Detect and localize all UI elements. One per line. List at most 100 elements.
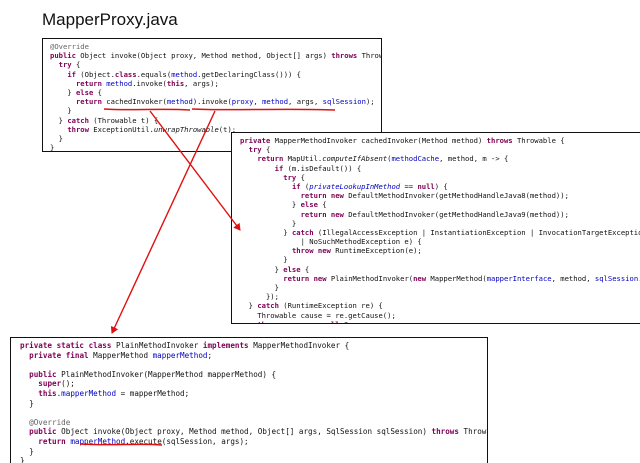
code-token: } bbox=[240, 200, 301, 210]
code-token: (RuntimeException re) { bbox=[283, 301, 383, 311]
code-token: catch bbox=[257, 301, 284, 311]
code-token: Throwable { bbox=[361, 51, 381, 61]
code-token: } bbox=[240, 218, 297, 228]
code-token: catch bbox=[67, 115, 94, 125]
code-token: null bbox=[322, 320, 344, 323]
code-line: } else { bbox=[240, 200, 640, 209]
code-token: , method, m -> { bbox=[439, 154, 509, 164]
code-token bbox=[240, 164, 275, 173]
code-token: @Override bbox=[20, 417, 71, 427]
code-token: ( bbox=[387, 154, 392, 164]
code-token: , bbox=[253, 97, 263, 107]
code-token: ).invoke( bbox=[192, 97, 232, 107]
code-line: try { bbox=[50, 60, 381, 69]
code-line bbox=[20, 360, 487, 370]
code-line: @Override bbox=[50, 42, 381, 51]
code-token: new bbox=[413, 273, 431, 283]
code-token: } bbox=[240, 227, 292, 237]
code-token: else bbox=[300, 200, 323, 210]
code-token bbox=[240, 154, 257, 163]
code-line: } bbox=[240, 255, 640, 264]
cached-invoker-code-panel: private MapperMethodInvoker cachedInvoke… bbox=[231, 132, 640, 324]
code-token: (m.isDefault()) { bbox=[287, 163, 362, 173]
code-token: | NoSuchMethodException e) { bbox=[240, 237, 422, 247]
code-line: public Object invoke(Object proxy, Metho… bbox=[50, 51, 381, 60]
code-token bbox=[20, 370, 29, 379]
code-line: } else { bbox=[240, 265, 640, 274]
code-line: @Override bbox=[20, 418, 487, 428]
code-token: ? re : cause; bbox=[344, 320, 400, 323]
code-token bbox=[240, 182, 292, 191]
code-token: MapperMethodInvoker { bbox=[253, 341, 350, 350]
code-token: super bbox=[38, 379, 62, 389]
code-token: else bbox=[283, 264, 305, 274]
code-token: if bbox=[291, 181, 305, 191]
code-token: sqlSession bbox=[594, 273, 639, 283]
code-token: } bbox=[20, 398, 34, 408]
code-token bbox=[20, 389, 38, 398]
code-line: this.mapperMethod = mapperMethod; bbox=[20, 389, 487, 399]
code-token: if bbox=[274, 163, 288, 173]
code-token: } bbox=[240, 255, 288, 265]
code-line: return method.invoke(this, args); bbox=[50, 79, 381, 88]
code-token: private static class bbox=[20, 341, 117, 350]
code-token: , args); bbox=[184, 78, 219, 88]
code-line: throw new RuntimeException(e); bbox=[240, 246, 640, 255]
code-token bbox=[240, 274, 283, 283]
code-token: .invoke( bbox=[132, 78, 167, 88]
code-token: method bbox=[106, 78, 133, 88]
code-token: } bbox=[50, 106, 72, 116]
code-token: (IllegalAccessException | InstantiationE… bbox=[317, 227, 640, 237]
code-token bbox=[50, 97, 76, 106]
code-token: public bbox=[29, 369, 62, 379]
code-line: return new PlainMethodInvoker(new Mapper… bbox=[240, 274, 640, 283]
code-token: MapperMethod bbox=[93, 350, 153, 360]
code-token: privateLookupInMethod bbox=[309, 181, 401, 191]
code-token: .getConfiguration() bbox=[638, 274, 640, 283]
code-token bbox=[240, 191, 301, 200]
code-token: { bbox=[304, 264, 310, 274]
code-token: { bbox=[75, 60, 81, 70]
code-token bbox=[20, 427, 29, 436]
code-line: } bbox=[50, 134, 381, 143]
code-line: try { bbox=[240, 145, 640, 154]
code-token: this bbox=[38, 388, 57, 398]
code-token: return bbox=[75, 78, 107, 88]
code-line: } catch (RuntimeException re) { bbox=[240, 301, 640, 310]
code-token: sqlSession bbox=[322, 97, 366, 107]
code-token: return bbox=[75, 97, 107, 107]
code-line: private static class PlainMethodInvoker … bbox=[20, 341, 487, 351]
code-line: } catch (Throwable t) { bbox=[50, 116, 381, 125]
code-token: .getDeclaringClass())) { bbox=[197, 69, 302, 79]
code-token: Throwable cause = re.getCause(); bbox=[240, 310, 396, 320]
code-line bbox=[20, 408, 487, 418]
code-token: return bbox=[38, 436, 71, 446]
code-token: return bbox=[257, 154, 288, 164]
code-token: try bbox=[283, 172, 301, 182]
code-token: (); bbox=[61, 379, 75, 389]
code-token: ExceptionUtil. bbox=[93, 124, 154, 134]
code-line: } bbox=[20, 447, 487, 457]
code-token: throws bbox=[331, 51, 362, 61]
code-line: Throwable cause = re.getCause(); bbox=[240, 311, 640, 320]
code-token: throw bbox=[67, 124, 94, 134]
code-token: Object invoke(Object proxy, Method metho… bbox=[80, 51, 332, 61]
code-token: .execute(sqlSession, args); bbox=[125, 436, 249, 446]
code-token: MapperMethodInvoker cachedInvoker(Method… bbox=[274, 136, 487, 145]
code-token bbox=[20, 351, 29, 360]
code-token bbox=[240, 246, 292, 255]
code-token: mapperMethod bbox=[152, 350, 208, 360]
code-token: cachedInvoker( bbox=[106, 97, 167, 107]
code-line: }); bbox=[240, 292, 640, 301]
code-line: } catch (IllegalAccessException | Instan… bbox=[240, 228, 640, 237]
code-token: cause == bbox=[283, 320, 322, 323]
code-token: class bbox=[114, 69, 137, 79]
code-token: catch bbox=[291, 227, 318, 237]
code-token: . bbox=[56, 388, 62, 398]
code-line: private final MapperMethod mapperMethod; bbox=[20, 351, 487, 361]
code-line: return new DefaultMethodInvoker(getMetho… bbox=[240, 191, 640, 200]
code-token: ; bbox=[207, 350, 213, 360]
code-token: method bbox=[262, 97, 289, 107]
code-token: Object invoke(Object proxy, Method metho… bbox=[61, 427, 432, 437]
code-token: return new bbox=[283, 273, 331, 283]
